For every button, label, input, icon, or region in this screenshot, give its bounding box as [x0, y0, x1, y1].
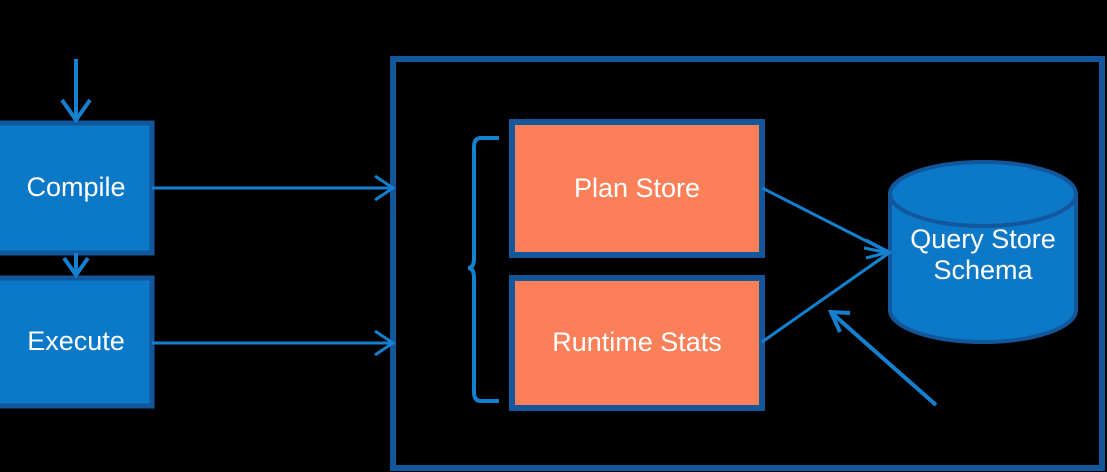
query-store-schema-cylinder[interactable]	[888, 160, 1078, 344]
compile-to-execute-arrow	[62, 253, 90, 279]
compile-to-boundary-arrow	[152, 174, 396, 202]
compile-box[interactable]	[0, 120, 155, 256]
query-store-boundary	[390, 56, 1105, 471]
store-group-bracket	[467, 136, 499, 403]
plan-store-box[interactable]	[509, 119, 765, 258]
runtime-stats-box[interactable]	[509, 275, 765, 411]
execute-box[interactable]	[0, 275, 155, 409]
execute-to-boundary-arrow	[152, 329, 396, 357]
runtime-stats-to-schema-arrow	[761, 246, 893, 344]
input-to-compile-arrow	[60, 59, 92, 124]
external-to-schema-arrow	[827, 309, 938, 407]
plan-store-to-schema-arrow	[761, 186, 894, 260]
